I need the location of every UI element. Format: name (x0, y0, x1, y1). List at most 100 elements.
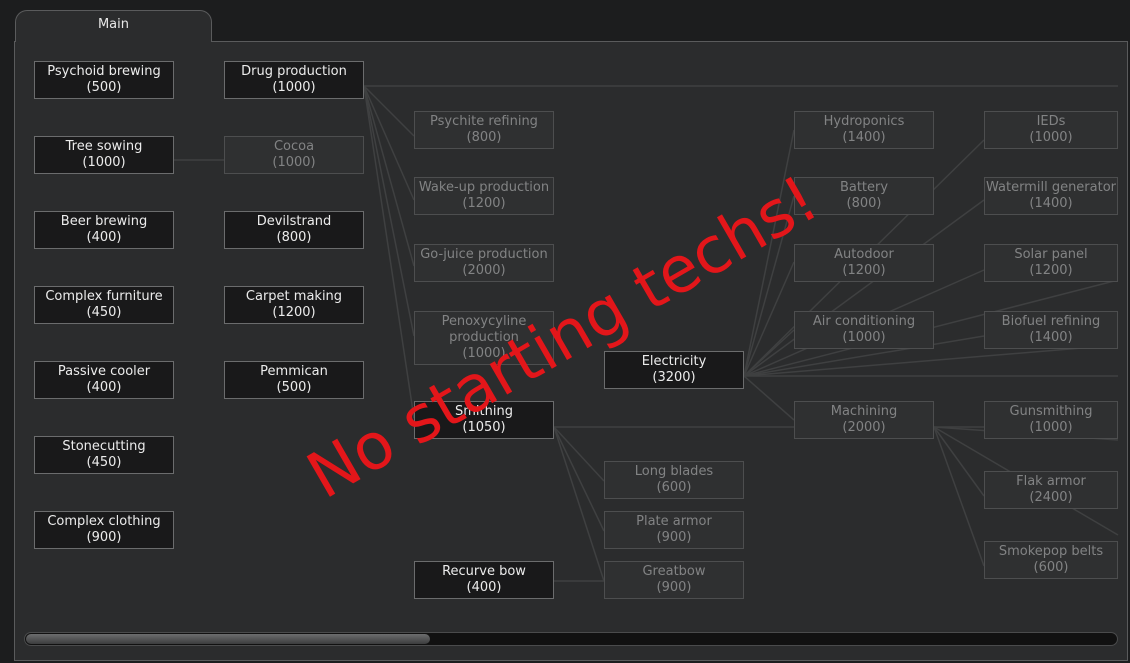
tech-node-pemmican[interactable]: Pemmican(500) (224, 361, 364, 399)
tech-name: Beer brewing (60, 214, 148, 229)
tech-cost: (400) (466, 580, 502, 595)
tech-name: Gunsmithing (1009, 404, 1093, 419)
tech-cost: (1050) (462, 420, 506, 435)
tech-cost: (500) (276, 380, 312, 395)
tab-main[interactable]: Main (15, 10, 212, 41)
tech-name: Tree sowing (65, 139, 143, 154)
tech-cost: (400) (86, 230, 122, 245)
tech-name: Complex clothing (47, 514, 161, 529)
tech-name: Smithing (455, 404, 513, 419)
tab-main-label: Main (97, 17, 130, 32)
tech-name: Pemmican (260, 364, 328, 379)
tech-cost: (900) (656, 530, 692, 545)
tech-name: Go-juice production (420, 247, 548, 262)
tech-name: Recurve bow (442, 564, 526, 579)
tech-node-psychite-refining[interactable]: Psychite refining(800) (414, 111, 554, 149)
tech-cost: (600) (656, 480, 692, 495)
tech-cost: (1400) (1029, 330, 1073, 345)
tech-name: Solar panel (1014, 247, 1088, 262)
tech-cost: (1000) (462, 346, 506, 361)
tech-node-penoxycyline-production[interactable]: Penoxycyline production(1000) (414, 311, 554, 365)
tech-name: Psychoid brewing (47, 64, 161, 79)
tech-name: Battery (839, 180, 889, 195)
tech-cost: (1200) (462, 196, 506, 211)
tech-cost: (450) (86, 305, 122, 320)
tech-node-cocoa[interactable]: Cocoa(1000) (224, 136, 364, 174)
tech-cost: (2000) (842, 420, 886, 435)
tech-node-flak-armor[interactable]: Flak armor(2400) (984, 471, 1118, 509)
tech-node-autodoor[interactable]: Autodoor(1200) (794, 244, 934, 282)
tech-cost: (1200) (1029, 263, 1073, 278)
tech-name: Psychite refining (430, 114, 538, 129)
tech-cost: (3200) (652, 370, 696, 385)
tech-name: Greatbow (642, 564, 706, 579)
tech-node-complex-furniture[interactable]: Complex furniture(450) (34, 286, 174, 324)
tech-name: Air conditioning (812, 314, 916, 329)
tech-cost: (1000) (1029, 130, 1073, 145)
tech-node-drug-production[interactable]: Drug production(1000) (224, 61, 364, 99)
tech-name: Penoxycyline production (441, 314, 527, 345)
tech-name: Complex furniture (45, 289, 163, 304)
tech-node-recurve-bow[interactable]: Recurve bow(400) (414, 561, 554, 599)
tech-node-ieds[interactable]: IEDs(1000) (984, 111, 1118, 149)
tech-name: Carpet making (245, 289, 343, 304)
tab-join (16, 40, 211, 43)
tech-node-greatbow[interactable]: Greatbow(900) (604, 561, 744, 599)
tech-cost: (1200) (272, 305, 316, 320)
tech-name: Flak armor (1016, 474, 1086, 489)
tech-node-tree-sowing[interactable]: Tree sowing(1000) (34, 136, 174, 174)
tech-node-electricity[interactable]: Electricity(3200) (604, 351, 744, 389)
tech-node-psychoid-brewing[interactable]: Psychoid brewing(500) (34, 61, 174, 99)
tech-name: Hydroponics (823, 114, 905, 129)
tech-name: Long blades (634, 464, 714, 479)
tech-node-air-conditioning[interactable]: Air conditioning(1000) (794, 311, 934, 349)
tech-name: Machining (830, 404, 898, 419)
tech-node-machining[interactable]: Machining(2000) (794, 401, 934, 439)
tech-node-wake-up-production[interactable]: Wake-up production(1200) (414, 177, 554, 215)
tech-cost: (900) (656, 580, 692, 595)
tech-name: Electricity (641, 354, 707, 369)
tech-name: Devilstrand (256, 214, 332, 229)
tech-cost: (1000) (1029, 420, 1073, 435)
tech-node-smokepop-belts[interactable]: Smokepop belts(600) (984, 541, 1118, 579)
horizontal-scrollbar[interactable] (24, 632, 1118, 646)
tech-cost: (400) (86, 380, 122, 395)
tech-cost: (600) (1033, 560, 1069, 575)
tech-name: Plate armor (636, 514, 712, 529)
tech-name: Drug production (241, 64, 347, 79)
tech-node-biofuel-refining[interactable]: Biofuel refining(1400) (984, 311, 1118, 349)
tech-cost: (1200) (842, 263, 886, 278)
tech-node-solar-panel[interactable]: Solar panel(1200) (984, 244, 1118, 282)
tech-name: Stonecutting (62, 439, 146, 454)
tech-node-plate-armor[interactable]: Plate armor(900) (604, 511, 744, 549)
tech-node-long-blades[interactable]: Long blades(600) (604, 461, 744, 499)
tech-name: Smokepop belts (998, 544, 1104, 559)
tech-cost: (500) (86, 80, 122, 95)
tech-node-hydroponics[interactable]: Hydroponics(1400) (794, 111, 934, 149)
tech-cost: (2000) (462, 263, 506, 278)
research-tree-panel (14, 41, 1128, 661)
tech-node-beer-brewing[interactable]: Beer brewing(400) (34, 211, 174, 249)
tech-cost: (1400) (842, 130, 886, 145)
tech-cost: (450) (86, 455, 122, 470)
tech-name: Watermill generator (985, 180, 1117, 195)
tech-node-smithing[interactable]: Smithing(1050) (414, 401, 554, 439)
tech-node-complex-clothing[interactable]: Complex clothing(900) (34, 511, 174, 549)
tech-node-gunsmithing[interactable]: Gunsmithing(1000) (984, 401, 1118, 439)
tech-node-battery[interactable]: Battery(800) (794, 177, 934, 215)
tech-node-watermill-generator[interactable]: Watermill generator(1400) (984, 177, 1118, 215)
tech-name: IEDs (1036, 114, 1066, 129)
tech-name: Autodoor (834, 247, 894, 262)
tech-node-devilstrand[interactable]: Devilstrand(800) (224, 211, 364, 249)
tech-cost: (1000) (272, 155, 316, 170)
tech-node-passive-cooler[interactable]: Passive cooler(400) (34, 361, 174, 399)
tech-name: Passive cooler (57, 364, 151, 379)
tech-node-go-juice-production[interactable]: Go-juice production(2000) (414, 244, 554, 282)
tech-node-stonecutting[interactable]: Stonecutting(450) (34, 436, 174, 474)
scrollbar-thumb[interactable] (26, 634, 430, 644)
tech-node-carpet-making[interactable]: Carpet making(1200) (224, 286, 364, 324)
tech-name: Biofuel refining (1001, 314, 1101, 329)
tech-name: Wake-up production (418, 180, 550, 195)
tech-cost: (800) (276, 230, 312, 245)
